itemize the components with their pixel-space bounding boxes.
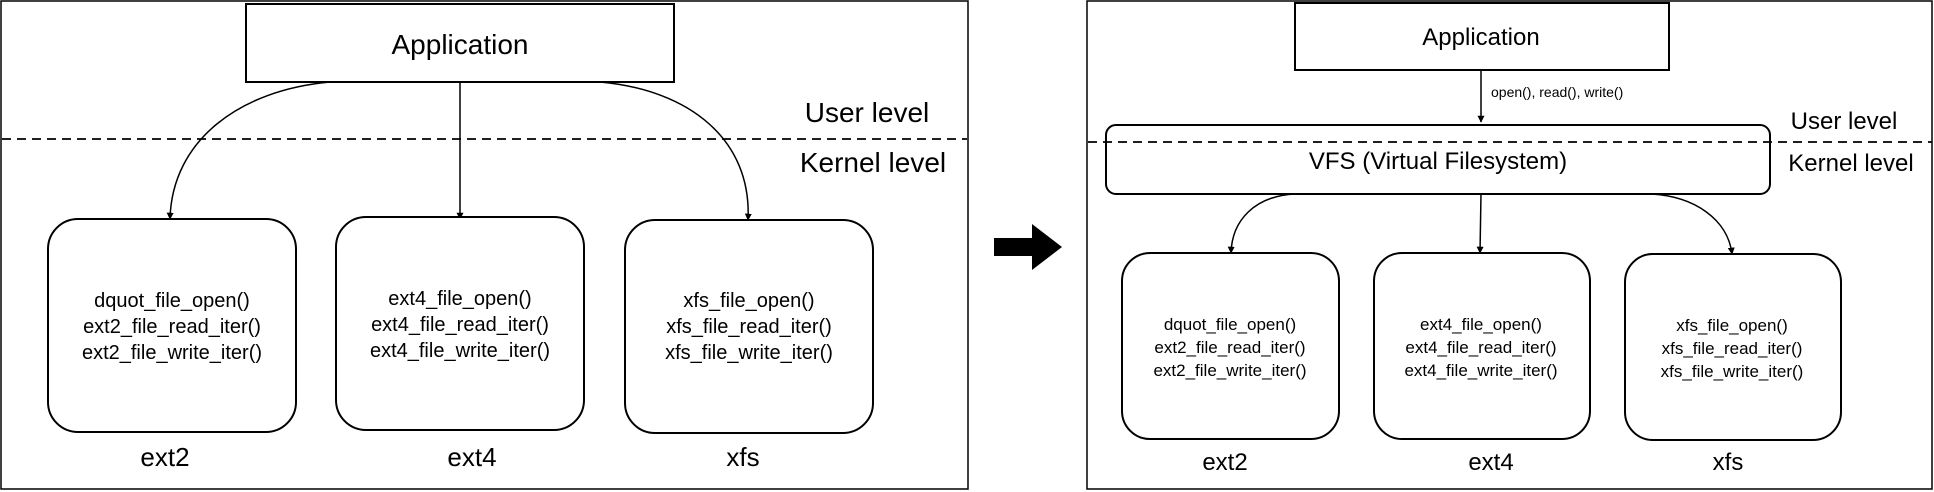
right-syscall-label: open(), read(), write() bbox=[1491, 84, 1623, 100]
left-application-label: Application bbox=[392, 29, 529, 60]
right-application-box bbox=[1294, 2, 1670, 71]
left-user-level-label: User level bbox=[805, 97, 929, 128]
right-application-label: Application bbox=[1422, 24, 1539, 51]
right-arrow-icon bbox=[994, 224, 1062, 270]
left-ext2-function-read: ext2_file_read_iter() bbox=[83, 316, 261, 338]
left-application-box bbox=[245, 3, 675, 83]
left-arrow-to-xfs bbox=[599, 81, 752, 221]
right-ext2-name: ext2 bbox=[1202, 449, 1247, 476]
left-ext2-function-write: ext2_file_write_iter() bbox=[82, 342, 262, 364]
left-arrow-to-ext2 bbox=[166, 81, 331, 220]
right-xfs-function-open: xfs_file_open() bbox=[1676, 316, 1788, 335]
right-arrow-to-ext4 bbox=[1476, 193, 1484, 254]
right-ext4-name: ext4 bbox=[1468, 449, 1513, 476]
right-ext4-box bbox=[1373, 252, 1591, 440]
left-xfs-box bbox=[624, 219, 874, 434]
right-vfs-label: VFS (Virtual Filesystem) bbox=[1309, 148, 1567, 175]
right-ext2-function-write: ext2_file_write_iter() bbox=[1153, 361, 1306, 380]
right-panel: Application open(), read(), write() VFS … bbox=[1086, 0, 1933, 490]
right-xfs-name: xfs bbox=[1713, 449, 1744, 476]
right-arrow-to-ext2 bbox=[1227, 193, 1296, 254]
right-xfs-box bbox=[1624, 253, 1842, 441]
left-xfs-function-open: xfs_file_open() bbox=[683, 290, 814, 312]
left-xfs-function-write: xfs_file_write_iter() bbox=[665, 342, 833, 364]
right-user-level-label: User level bbox=[1791, 108, 1898, 135]
right-ext4-function-open: ext4_file_open() bbox=[1420, 315, 1542, 334]
left-xfs-function-read: xfs_file_read_iter() bbox=[666, 316, 832, 338]
right-ext2-function-open: dquot_file_open() bbox=[1164, 315, 1296, 334]
left-ext4-box bbox=[335, 216, 585, 431]
left-panel: Application User level Kernel level dquo… bbox=[0, 0, 969, 490]
left-ext2-function-open: dquot_file_open() bbox=[94, 290, 250, 312]
right-xfs-function-read: xfs_file_read_iter() bbox=[1662, 339, 1803, 358]
left-ext2-box bbox=[47, 218, 297, 433]
right-arrow-to-xfs bbox=[1649, 193, 1735, 255]
right-xfs-function-write: xfs_file_write_iter() bbox=[1661, 362, 1804, 381]
left-ext4-name: ext4 bbox=[447, 442, 496, 472]
right-ext4-function-write: ext4_file_write_iter() bbox=[1404, 361, 1557, 380]
left-xfs-name: xfs bbox=[726, 442, 759, 472]
right-kernel-level-label: Kernel level bbox=[1788, 150, 1913, 177]
right-ext2-box bbox=[1121, 252, 1340, 440]
left-ext2-name: ext2 bbox=[140, 442, 189, 472]
left-kernel-level-label: Kernel level bbox=[800, 147, 946, 178]
left-ext4-function-write: ext4_file_write_iter() bbox=[370, 340, 550, 362]
left-ext4-function-open: ext4_file_open() bbox=[388, 288, 531, 310]
right-ext2-function-read: ext2_file_read_iter() bbox=[1154, 338, 1305, 357]
left-ext4-function-read: ext4_file_read_iter() bbox=[371, 314, 549, 336]
right-ext4-function-read: ext4_file_read_iter() bbox=[1405, 338, 1556, 357]
